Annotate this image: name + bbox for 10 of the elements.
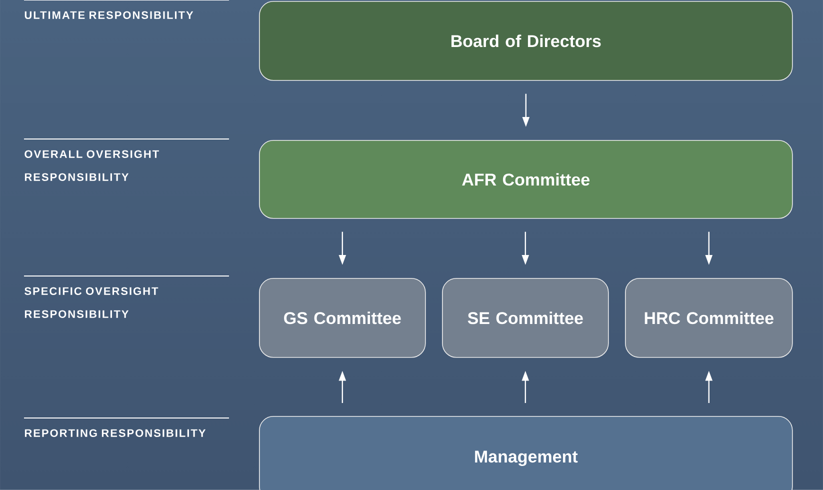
committee-box: Management <box>259 416 793 490</box>
level-label: OVERALL OVERSIGHT RESPONSIBILITY <box>24 150 159 181</box>
level-label: ULTIMATE RESPONSIBILITY <box>24 11 194 19</box>
committee-box: SE Committee <box>442 278 609 358</box>
committee-box: Board of Directors <box>259 1 793 81</box>
committee-box: HRC Committee <box>625 278 793 358</box>
committee-box: GS Committee <box>259 278 426 358</box>
level-label: SPECIFIC OVERSIGHT RESPONSIBILITY <box>24 287 158 318</box>
level-label: REPORTING RESPONSIBILITY <box>24 429 206 437</box>
committee-box: AFR Committee <box>259 140 793 219</box>
